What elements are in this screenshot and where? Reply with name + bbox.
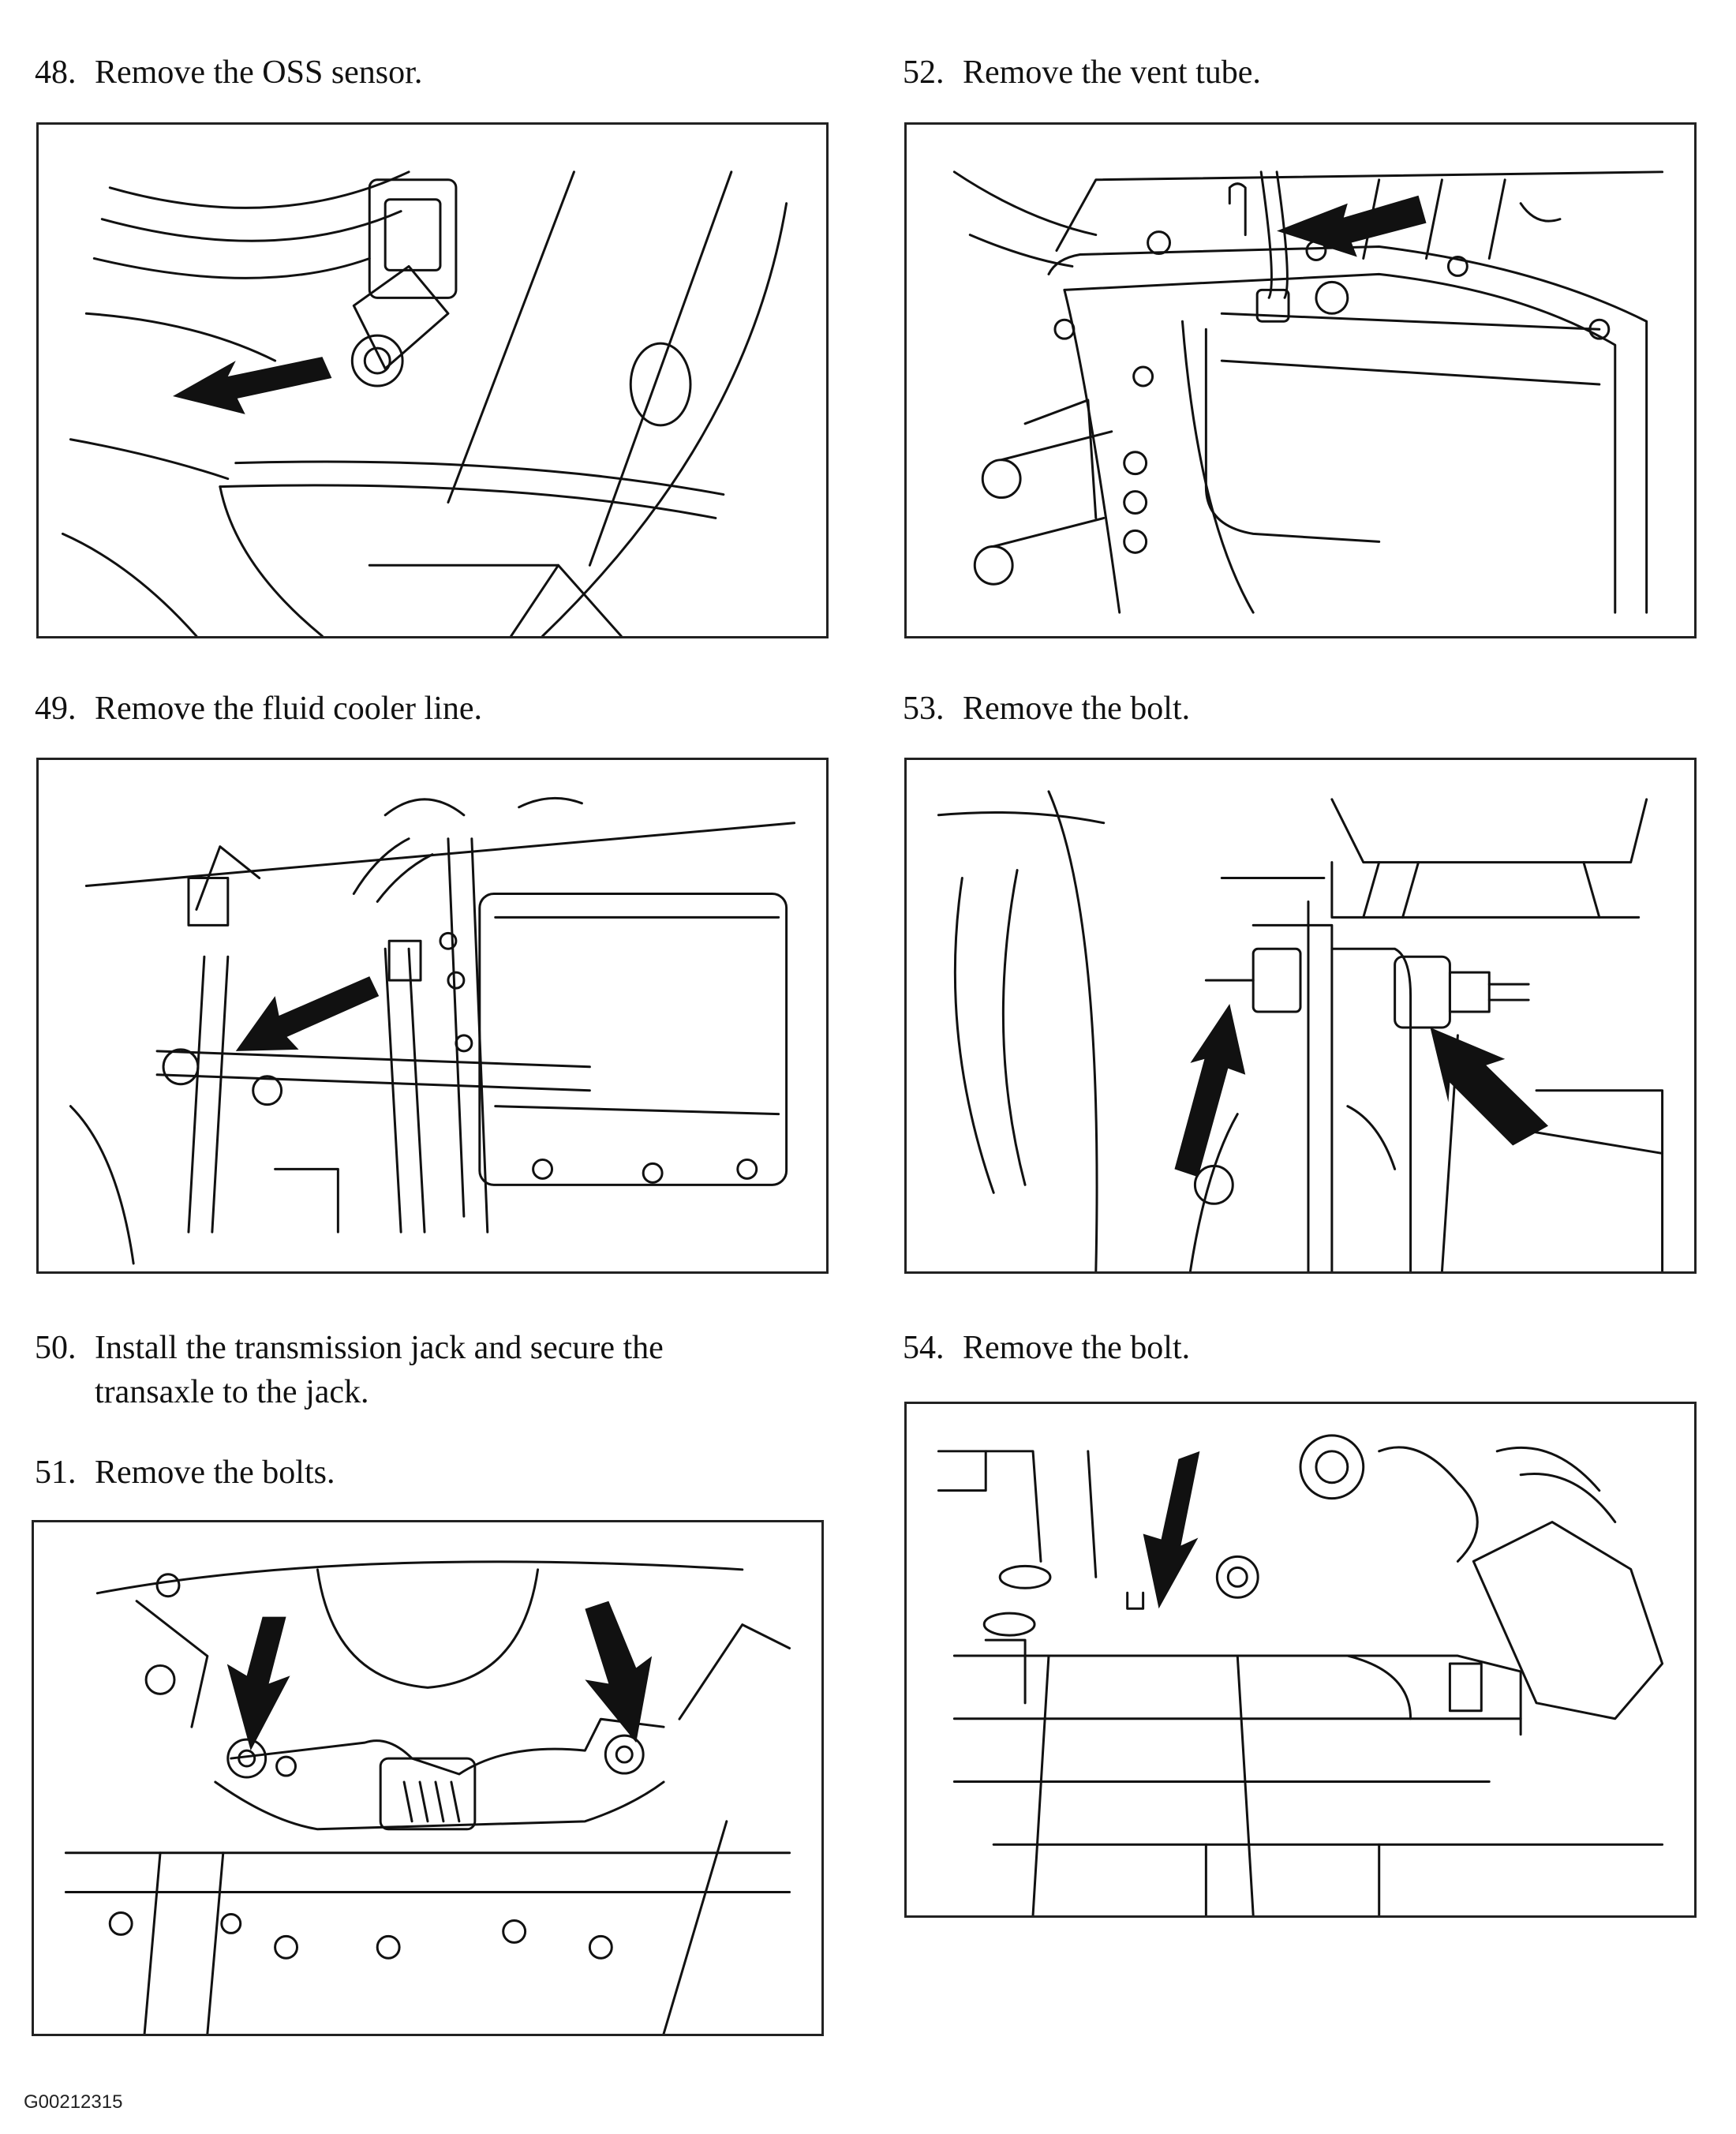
arrow-icon	[585, 1600, 653, 1743]
step-50: 50. Install the transmission jack and se…	[35, 1326, 808, 1414]
oss-sensor-drawing	[61, 170, 788, 636]
step-number: 51.	[35, 1454, 77, 1491]
step-48: 48. Remove the OSS sensor.	[35, 51, 422, 95]
illustration-bolt-53	[904, 758, 1697, 1274]
bolts-drawing	[64, 1560, 791, 2034]
step-number: 48.	[35, 54, 77, 91]
step-number: 50.	[35, 1330, 77, 1366]
step-54: 54. Remove the bolt.	[903, 1326, 1190, 1370]
step-text: Remove the bolt.	[963, 1330, 1191, 1366]
step-51: 51. Remove the bolts.	[35, 1451, 335, 1495]
step-number: 54.	[903, 1330, 945, 1366]
illustration-fluid-cooler-line	[36, 758, 829, 1274]
step-text: Remove the bolt.	[963, 691, 1191, 727]
step-text: Remove the OSS sensor.	[95, 54, 423, 91]
step-49: 49. Remove the fluid cooler line.	[35, 687, 482, 731]
step-text: Remove the fluid cooler line.	[95, 691, 483, 727]
fluid-cooler-line-drawing	[69, 796, 796, 1265]
step-text: Remove the bolts.	[95, 1454, 335, 1491]
bolt-53-drawing	[937, 790, 1664, 1271]
arrow-icon	[226, 1616, 290, 1751]
arrow-icon	[235, 976, 380, 1051]
illustration-oss-sensor	[36, 122, 829, 638]
illustration-bolts	[32, 1520, 824, 2036]
step-52: 52. Remove the vent tube.	[903, 51, 1261, 95]
step-text: Install the transmission jack and secure…	[95, 1330, 664, 1410]
figure-code: G00212315	[24, 2091, 123, 2113]
step-number: 53.	[903, 691, 945, 727]
step-number: 49.	[35, 691, 77, 727]
illustration-bolt-54	[904, 1402, 1697, 1918]
arrow-icon	[1174, 1004, 1246, 1177]
bolt-54-drawing	[937, 1434, 1664, 1915]
step-number: 52.	[903, 54, 945, 91]
step-53: 53. Remove the bolt.	[903, 687, 1190, 731]
illustration-vent-tube	[904, 122, 1697, 638]
arrow-icon	[1143, 1451, 1200, 1609]
arrow-icon	[173, 357, 332, 414]
step-text: Remove the vent tube.	[963, 54, 1261, 91]
arrow-icon	[1277, 195, 1427, 257]
vent-tube-drawing	[952, 170, 1664, 614]
arrow-icon	[1430, 1027, 1549, 1146]
